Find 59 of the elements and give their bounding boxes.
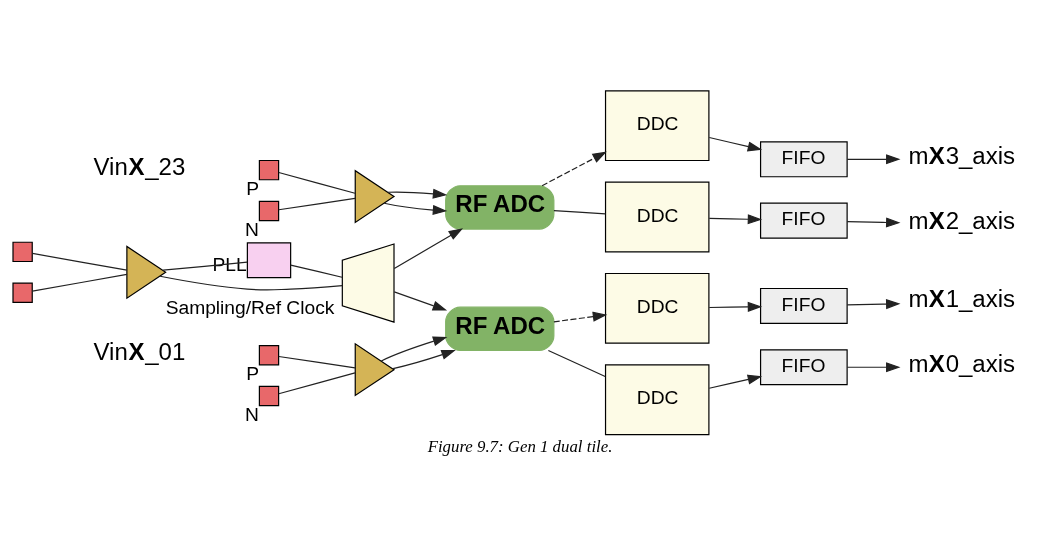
node-box: DDC bbox=[604, 181, 710, 253]
arrow bbox=[708, 374, 763, 389]
arrow bbox=[383, 202, 448, 216]
node-triangle bbox=[354, 169, 396, 224]
node-box bbox=[12, 282, 33, 303]
arrow bbox=[846, 154, 901, 165]
connector bbox=[278, 355, 356, 369]
node-label: N bbox=[244, 404, 259, 426]
label: VinX_23 bbox=[93, 152, 186, 180]
arrow bbox=[387, 188, 448, 199]
label: VinX_01 bbox=[93, 338, 186, 366]
arrow bbox=[393, 291, 448, 311]
node-label: P bbox=[246, 363, 259, 385]
connector bbox=[278, 197, 356, 211]
arrow bbox=[708, 301, 763, 312]
arrow bbox=[708, 136, 763, 152]
node-box: RF ADC bbox=[445, 185, 555, 230]
node-label: P bbox=[246, 178, 259, 200]
arrow bbox=[393, 228, 464, 270]
arrow bbox=[541, 151, 607, 187]
arrow bbox=[846, 362, 901, 373]
node-box: FIFO bbox=[760, 202, 848, 239]
node-text: mX3_axis bbox=[908, 142, 1016, 170]
node-box: FIFO bbox=[760, 141, 848, 178]
node-triangle bbox=[354, 342, 396, 397]
node-label: N bbox=[244, 219, 259, 240]
connector bbox=[31, 273, 128, 292]
node-text: mX1_axis bbox=[908, 285, 1016, 313]
node-box bbox=[12, 241, 33, 263]
node-box: FIFO bbox=[760, 349, 848, 386]
arrow bbox=[708, 214, 763, 225]
connector bbox=[278, 171, 356, 194]
connector bbox=[547, 349, 606, 378]
node-triangle bbox=[126, 245, 167, 300]
node-box bbox=[246, 242, 292, 279]
node-box bbox=[258, 345, 280, 366]
arrow bbox=[846, 299, 901, 310]
node-box bbox=[258, 200, 280, 222]
node-box: DDC bbox=[604, 90, 710, 162]
connector bbox=[159, 275, 343, 291]
caption: Figure 9.7: Gen 1 dual tile. bbox=[427, 436, 613, 456]
node-box: FIFO bbox=[760, 287, 848, 324]
node-box: RF ADC bbox=[445, 306, 555, 352]
node-text: mX2_axis bbox=[908, 207, 1016, 235]
node-box: DDC bbox=[604, 364, 710, 436]
arrow bbox=[380, 336, 448, 362]
arrow bbox=[392, 349, 456, 370]
node-box bbox=[258, 159, 280, 181]
arrow bbox=[553, 311, 608, 323]
connector bbox=[553, 210, 607, 215]
node-box bbox=[258, 385, 280, 407]
connector bbox=[290, 264, 343, 278]
node-trapezium bbox=[341, 243, 395, 323]
connector bbox=[31, 252, 128, 271]
node-label: Sampling/Ref Clock bbox=[165, 296, 335, 318]
arrow bbox=[846, 217, 901, 228]
connector bbox=[278, 372, 356, 395]
node-text: mX0_axis bbox=[908, 350, 1016, 378]
node-box: DDC bbox=[604, 272, 710, 344]
